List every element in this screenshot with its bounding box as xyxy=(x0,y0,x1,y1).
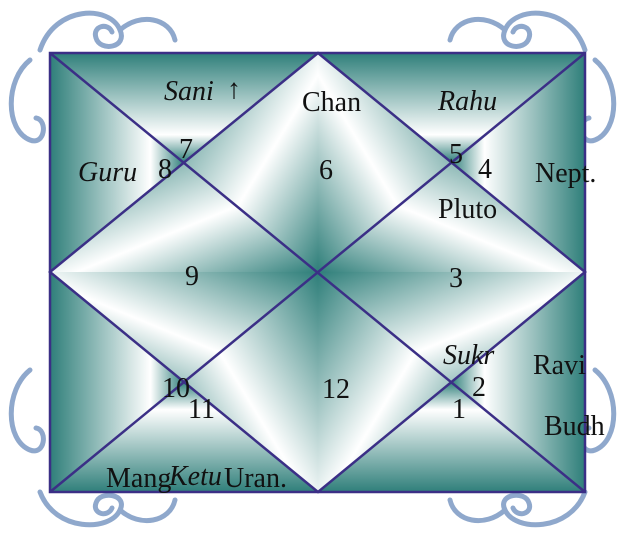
house-number-5: 5 xyxy=(449,141,463,169)
planet-ketu: Ketu xyxy=(169,463,222,491)
planet-pluto: Pluto xyxy=(438,196,497,224)
house-number-4: 4 xyxy=(478,156,492,184)
house-number-9: 9 xyxy=(185,263,199,291)
ornament-top xyxy=(40,13,585,50)
planet-nept: Nept. xyxy=(535,160,596,188)
house-number-2: 2 xyxy=(472,374,486,402)
house-number-6: 6 xyxy=(319,157,333,185)
house-number-11: 11 xyxy=(188,396,215,424)
planet-budh: Budh xyxy=(544,413,605,441)
house-number-8: 8 xyxy=(158,156,172,184)
planet-sukr: Sukr xyxy=(443,342,494,370)
planet-mang: Mang xyxy=(106,465,171,493)
planet-sani: Sani xyxy=(164,78,214,106)
house-number-10: 10 xyxy=(162,375,190,403)
house-number-1: 1 xyxy=(452,396,466,424)
house-number-7: 7 xyxy=(179,136,193,164)
house-number-3: 3 xyxy=(449,265,463,293)
planet-chan: Chan xyxy=(302,89,361,117)
planet-guru: Guru xyxy=(78,159,137,187)
planet-ravi: Ravi xyxy=(533,352,586,380)
planet-rahu: Rahu xyxy=(438,88,497,116)
ornament-bottom xyxy=(40,492,585,525)
planet-uran: Uran. xyxy=(224,465,287,493)
sani-arrow-icon: ↑ xyxy=(227,76,241,104)
house-number-12: 12 xyxy=(322,376,350,404)
